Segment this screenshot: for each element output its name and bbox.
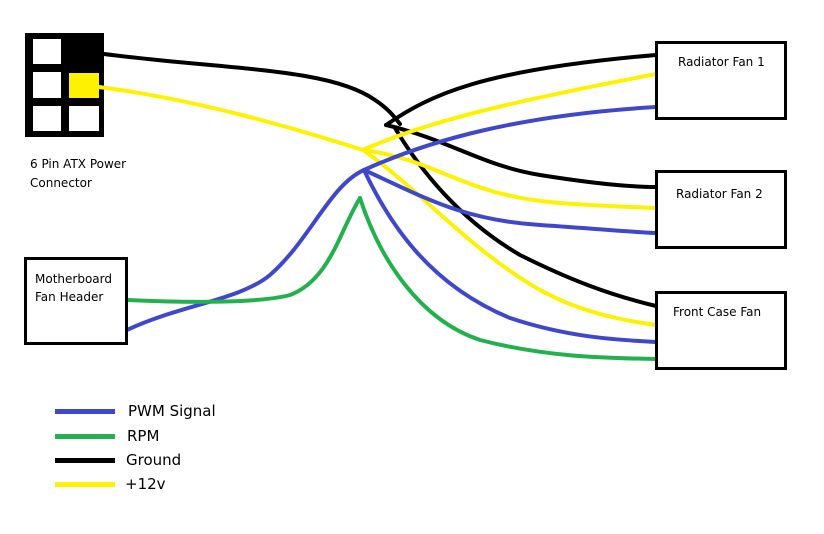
motherboard-label-line2: Fan Header <box>35 290 104 304</box>
legend-label-ground: Ground <box>126 451 182 469</box>
v12-wire-connector <box>97 85 365 152</box>
pwm-wire-fan3 <box>362 168 658 344</box>
legend-label-rpm: RPM <box>127 427 160 445</box>
front-case-fan-label: Front Case Fan <box>673 305 762 319</box>
pwm-wire-fan1 <box>362 105 658 172</box>
connector-caption-line1: 6 Pin ATX Power <box>30 157 127 171</box>
rpm-wire-motherboard <box>125 196 362 304</box>
connector-pin <box>33 106 61 131</box>
radiator-fan-1-label: Radiator Fan 1 <box>678 55 765 69</box>
radiator-fan-1-box <box>655 41 787 120</box>
atx-connector <box>25 33 104 137</box>
pwm-wire-motherboard <box>125 168 366 332</box>
pwm-wires <box>125 105 658 344</box>
front-case-fan-box <box>655 291 787 370</box>
ground-wire-fan2 <box>384 123 658 189</box>
connector-pin <box>69 106 99 131</box>
legend-label-pwm: PWM Signal <box>128 402 216 420</box>
radiator-fan-2-box <box>655 170 787 249</box>
radiator-fan-2-label: Radiator Fan 2 <box>676 187 763 201</box>
connector-caption-line2: Connector <box>30 176 92 190</box>
v12-wire-fan3 <box>361 148 658 327</box>
rpm-wires <box>125 196 658 361</box>
connector-pin <box>68 39 99 64</box>
ground-wire-fan1 <box>384 53 658 127</box>
connector-pin <box>33 72 61 98</box>
connector-pin <box>69 73 99 98</box>
legend-swatch-rpm <box>55 434 115 439</box>
legend-label-v12: +12v <box>125 475 166 493</box>
v12-wires <box>97 72 658 327</box>
rpm-wire-fan3 <box>358 196 658 361</box>
v12-wire-fan2 <box>361 148 658 210</box>
legend-swatch-v12 <box>55 482 115 487</box>
pwm-wire-fan2 <box>362 168 658 235</box>
connector-pin <box>33 39 61 64</box>
ground-wires <box>102 52 658 308</box>
motherboard-label-line1: Motherboard <box>35 272 112 286</box>
ground-wire-fan3 <box>393 126 658 308</box>
legend-swatch-pwm <box>55 409 115 414</box>
legend-swatch-ground <box>55 458 115 463</box>
v12-wire-fan1 <box>361 72 658 152</box>
ground-wire-connector <box>102 52 402 126</box>
motherboard-fan-header-box <box>24 257 128 345</box>
